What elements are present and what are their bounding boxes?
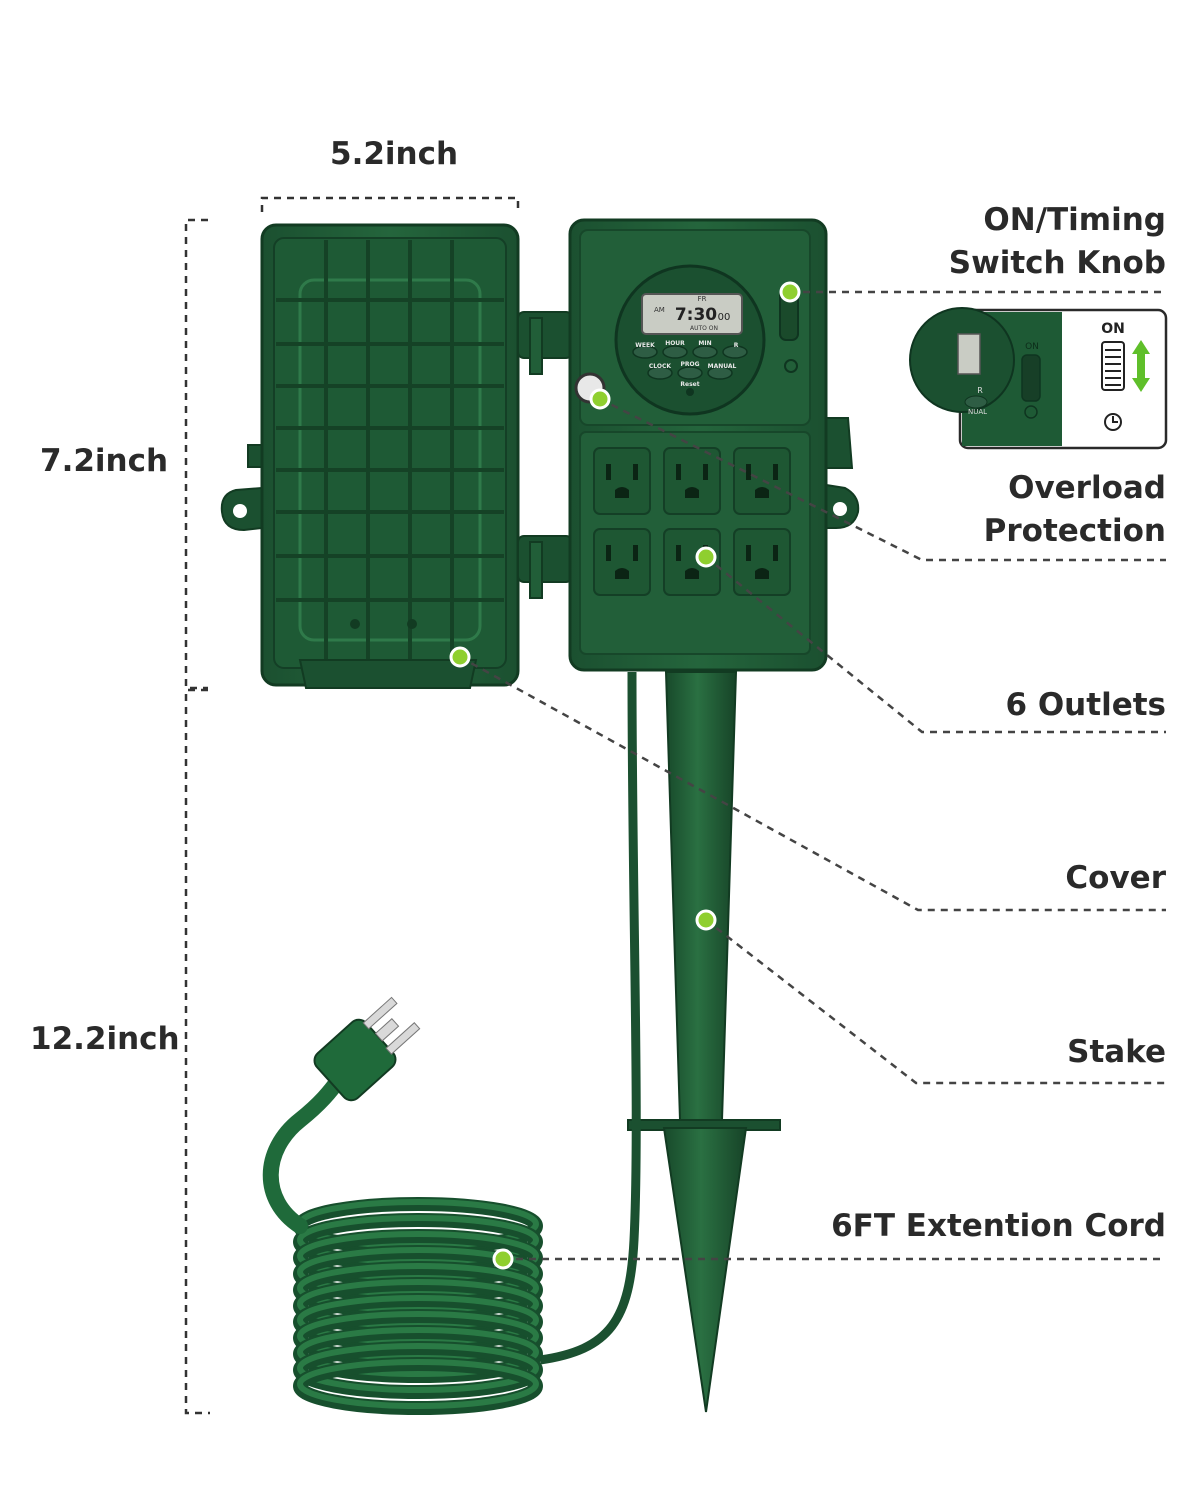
timer-display: FR AM 7:30 00 AUTO ON WEEK HOUR MIN R CLOCK P… (635, 295, 738, 388)
timer-button-label: MIN (698, 340, 711, 347)
stake-illustration (627, 671, 781, 1413)
overload-callout: Overload Protection (984, 467, 1166, 553)
timer-button-label: CLOCK (649, 363, 672, 370)
timer-seconds: 00 (718, 312, 731, 323)
box-height-dimension-label: 7.2inch (40, 443, 169, 479)
timer-am: AM (654, 306, 665, 314)
switch-detail-inset: ON ON R NUAL (909, 307, 1168, 450)
outlet (733, 447, 791, 515)
switch-knob-label-line1: ON/Timing (983, 202, 1166, 238)
timer-button-label: MANUAL (708, 363, 737, 370)
timer-button-label: WEEK (635, 342, 655, 349)
timer-button-label: R (734, 342, 739, 349)
clock-icon (1104, 413, 1122, 431)
timer-reset-label: Reset (680, 381, 699, 388)
outlet (733, 528, 791, 596)
outlet (593, 447, 651, 515)
cord-loop-highlight (297, 1359, 539, 1409)
inset-button-label: R (977, 386, 983, 395)
outlet-body-illustration (568, 218, 860, 672)
height-dimension-line (184, 218, 210, 1415)
timer-button-label: HOUR (665, 340, 685, 347)
cord-loop-highlight (297, 1327, 539, 1377)
cord-coil (293, 1197, 543, 1415)
overload-label-line2: Protection (983, 513, 1166, 549)
outlet (663, 447, 721, 515)
timer-time: 7:30 (675, 305, 717, 325)
cord-illustration (262, 671, 641, 1415)
timer-mode: AUTO ON (690, 325, 718, 332)
overload-label-line1: Overload (1008, 470, 1166, 506)
total-height-dimension-label: 12.2inch (30, 1021, 180, 1057)
inset-on-label: ON (1101, 321, 1125, 337)
timer-button-label: PROG (680, 361, 699, 368)
cover-illustration (220, 223, 573, 689)
switch-knob-label-line2: Switch Knob (948, 245, 1166, 281)
stake-label: Stake (1067, 1034, 1166, 1070)
timer-day: FR (698, 295, 707, 303)
cord-label: 6FT Extention Cord (831, 1208, 1166, 1244)
switch-knob-callout: ON/Timing Switch Knob (949, 199, 1166, 285)
timer-button-labels: WEEK HOUR MIN R CLOCK PROG MANUAL (635, 340, 738, 370)
outlets-label: 6 Outlets (1005, 687, 1166, 723)
cord-loop-highlight (297, 1343, 539, 1393)
cover-label: Cover (1065, 860, 1166, 896)
inset-button-label-2: NUAL (968, 408, 987, 416)
width-dimension-line (260, 196, 520, 212)
width-dimension-label: 5.2inch (330, 136, 459, 172)
callout-dots (449, 281, 801, 1270)
inset-switch-label: ON (1025, 342, 1039, 352)
leader-lines (459, 290, 1166, 1261)
outlet (593, 528, 651, 596)
